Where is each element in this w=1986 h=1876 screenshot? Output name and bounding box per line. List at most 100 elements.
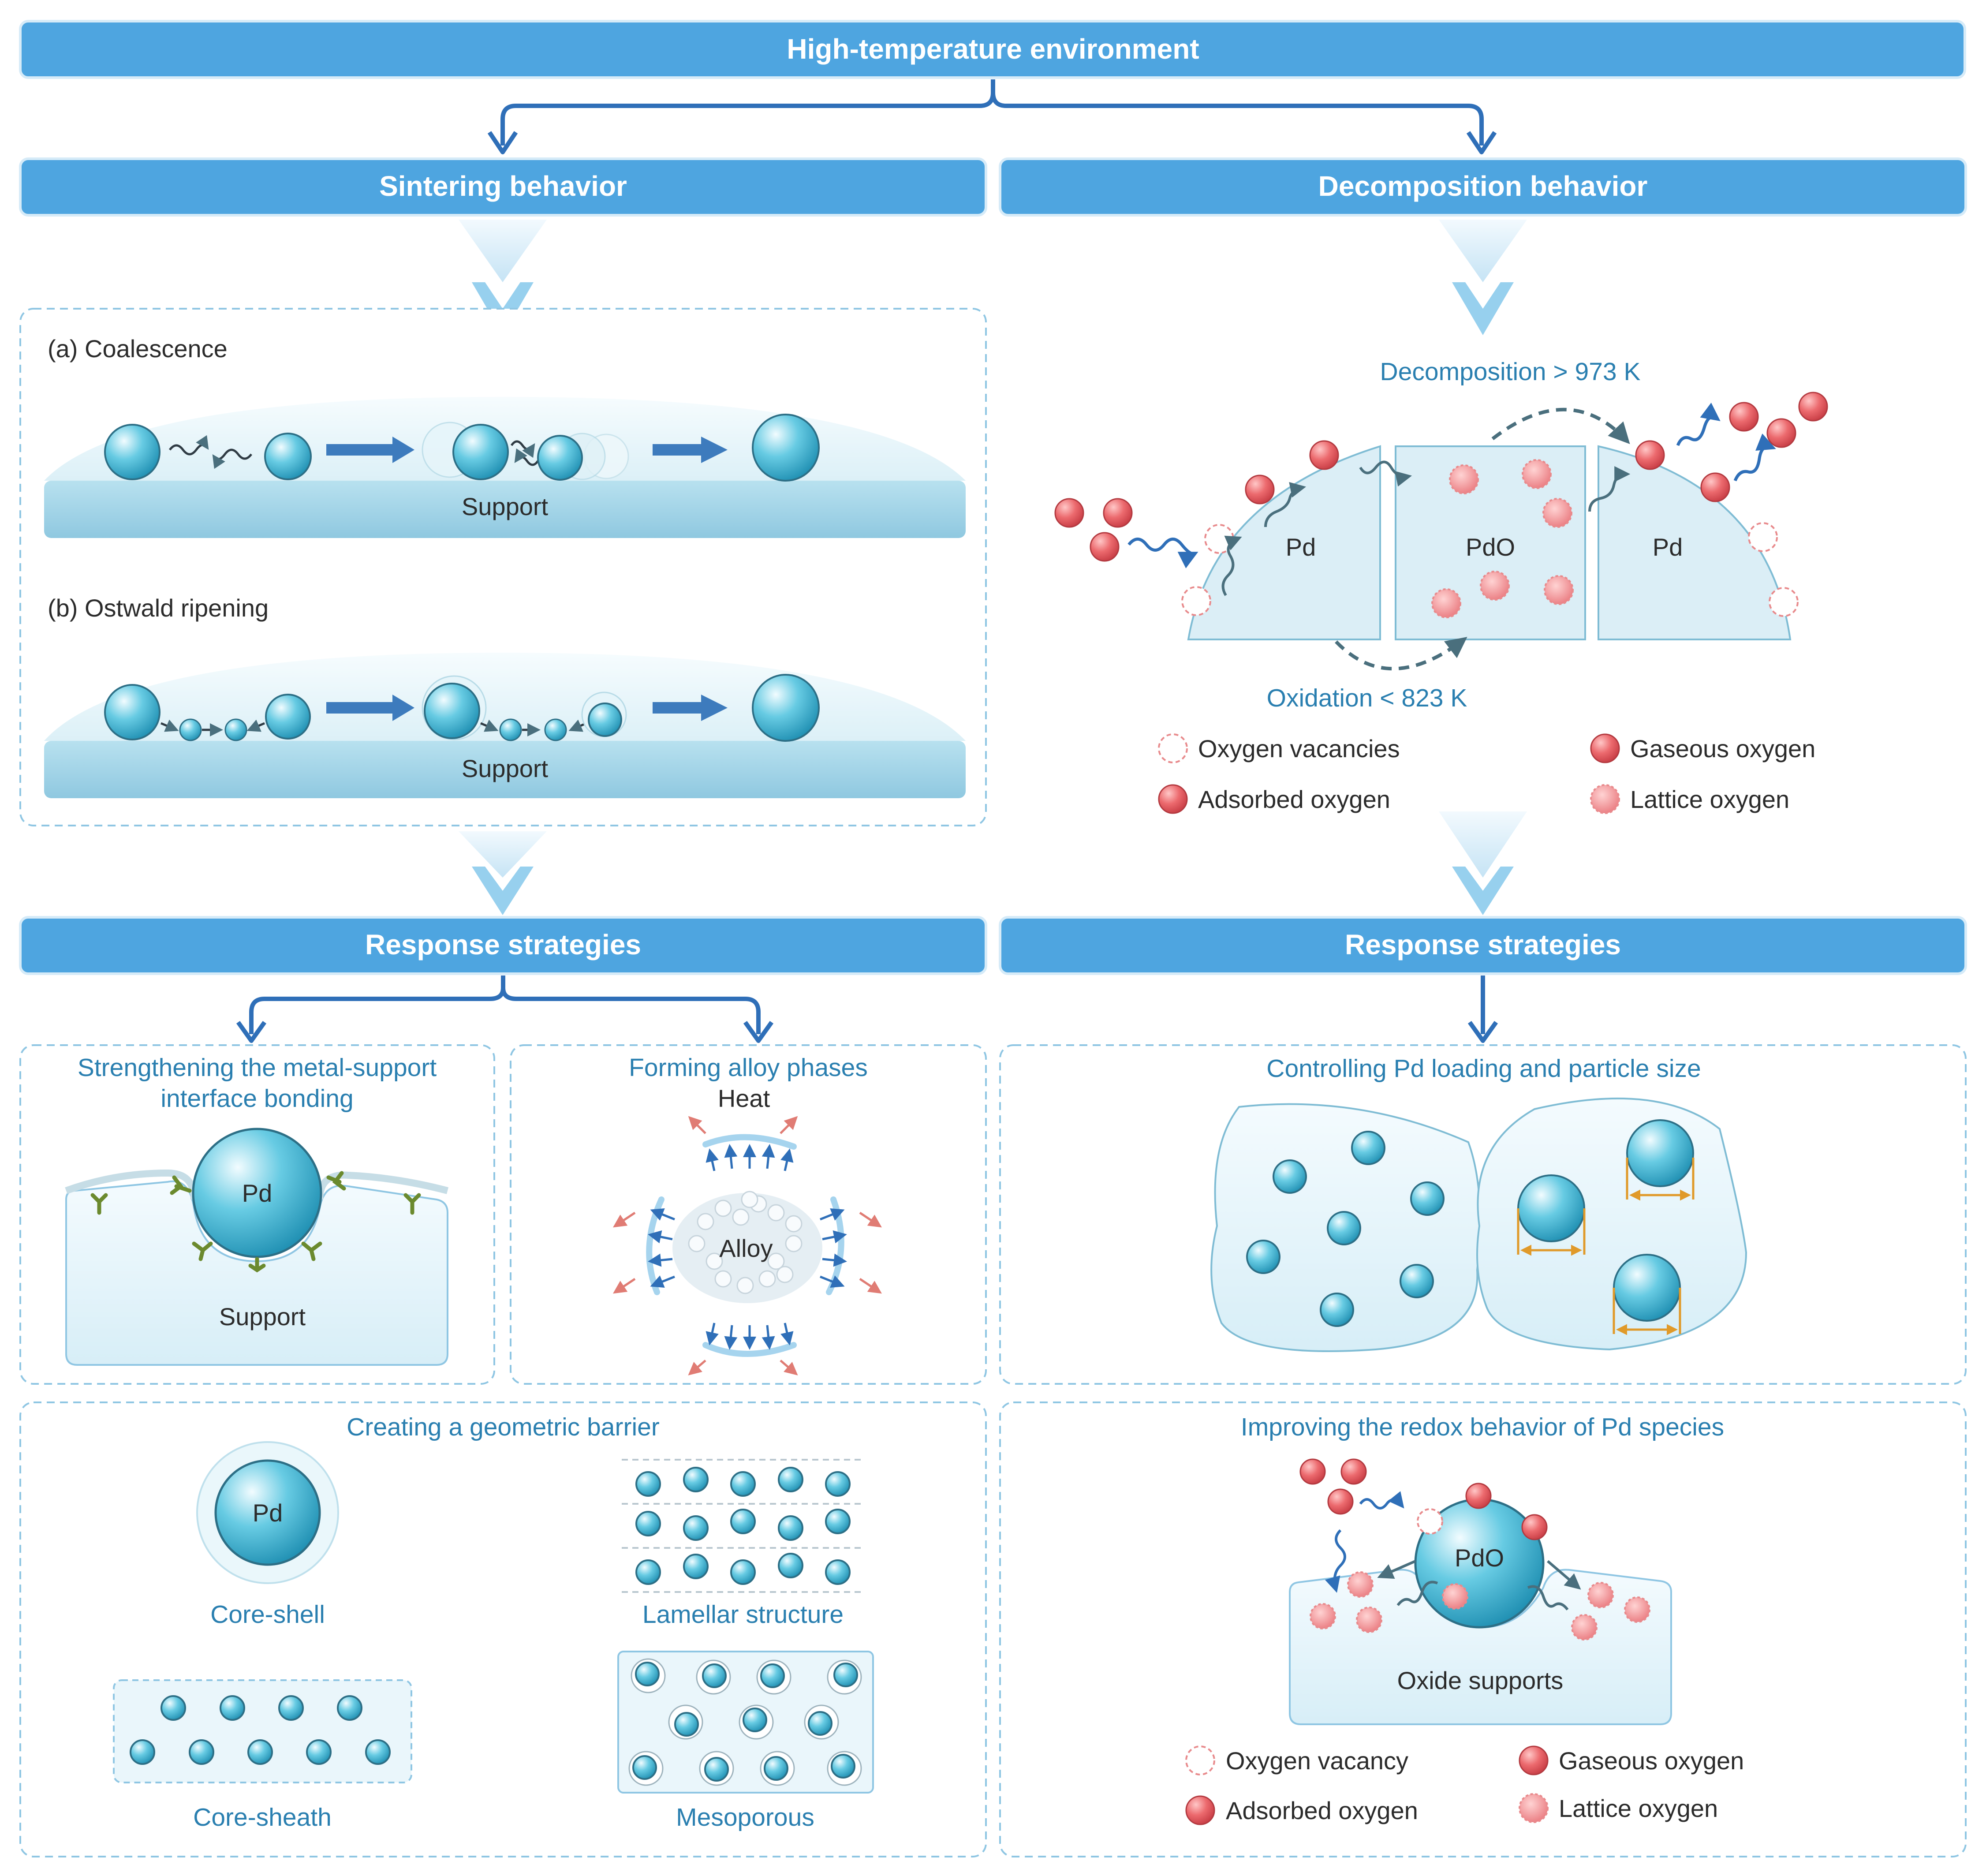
adsorption-arrow [1127,538,1198,568]
atom-flow-arrow [246,719,265,732]
legend-lattice-icon [1590,784,1620,814]
adsorbed-oxygen [1521,1514,1548,1540]
pdo-label: PdO [1466,533,1515,561]
response-title-right: Response strategies [1345,929,1621,960]
oxide-supports-label: Oxide supports [1397,1667,1564,1694]
adsorbed-oxygen [1635,440,1665,470]
atom-flow-arrow [480,719,499,732]
gaseous-oxygen [1299,1458,1326,1485]
legend-gaseous-label: Gaseous oxygen [1630,735,1815,762]
adsorbed-oxygen [1245,475,1275,505]
anchor-ligands [90,1171,421,1273]
legend-lattice-label: Lattice oxygen [1559,1794,1718,1822]
legend-adsorbed-label: Adsorbed oxygen [1198,785,1390,813]
oxidation-temp-label: Oxidation < 823 K [1267,684,1467,712]
legend-lattice-label: Lattice oxygen [1630,785,1789,813]
migration-arrow [169,435,209,456]
legend-gaseous-label: Gaseous oxygen [1559,1747,1744,1775]
diffusion-arrow [1359,460,1412,487]
spillover-arrow [1325,1529,1346,1593]
top-header: High-temperature environment [19,20,1966,79]
process-arrow-head [701,695,728,721]
adsorbed-oxygen [1700,472,1730,502]
alloy-label: Alloy [719,1234,773,1262]
decomposition-panel: Decomposition > 973 K Pd PdO Pd [1054,358,1828,814]
ripened-particle [752,674,820,742]
large-pd-particles [1517,1119,1694,1322]
particle [265,694,311,740]
coalesced-particle [752,414,820,482]
decomposition-header: Decomposition behavior [999,157,1967,217]
coalescence-support-label: Support [462,493,549,520]
legend-gaseous-icon [1590,733,1620,763]
legend-adsorbed-icon [1185,1795,1215,1825]
msi-pd-label: Pd [242,1179,273,1207]
redox-legend: Oxygen vacancy Gaseous oxygen Adsorbed o… [1185,1745,1744,1825]
legend-adsorbed-icon [1158,784,1188,814]
alloy-panel: Forming alloy phases Heat Alloy [510,1044,987,1385]
msi-support-label: Support [219,1303,306,1330]
gaseous-oxygen [1766,418,1796,448]
desorption-arrow [1733,433,1776,482]
pd-left-label: Pd [1286,533,1316,561]
adsorption-arrow [1359,1491,1404,1510]
gaseous-oxygen [1103,498,1133,528]
big-down-arrow-2 [1439,220,1527,335]
lattice-oxygen [1522,459,1552,489]
lamellar-structure [622,1459,864,1593]
particle [537,435,583,481]
sintering-header-title: Sintering behavior [379,170,627,202]
gaseous-oxygen [1090,532,1120,562]
gaseous-oxygen [1054,498,1084,528]
legend-adsorbed-label: Adsorbed oxygen [1226,1797,1418,1824]
particle [424,683,480,739]
legend-lattice-icon [1519,1793,1549,1823]
desorption-arrow [1676,403,1721,446]
mesoporous-label: Mesoporous [676,1803,814,1831]
core-sheath-label: Core-sheath [193,1803,332,1831]
lattice-oxygen [1480,571,1510,601]
core-shell-pd-label: Pd [253,1499,283,1527]
process-arrow-head [392,695,414,721]
redox-panel: Improving the redox behavior of Pd speci… [999,1401,1967,1857]
alloy-title: Forming alloy phases [629,1054,868,1082]
oxygen-vacancy [1748,522,1778,552]
oxidation-cycle-arrow [1335,637,1467,671]
adsorbed-oxygen [1309,440,1339,470]
migration-arrow [514,448,539,466]
core-sheath-particles [130,1695,391,1765]
interface-layer [65,1169,198,1200]
gaseous-oxygen [1729,402,1759,432]
oxygen-vacancy [1769,587,1799,617]
migration-arrow [1396,1581,1438,1606]
small-pd-particles [1246,1131,1445,1327]
migration-arrow [212,448,252,469]
process-arrow-head [392,437,414,463]
response-connectors [236,975,1498,1043]
oxide-support [1289,1569,1672,1725]
diffusion-arrow [1588,466,1631,512]
small-particle [499,718,522,741]
msi-title-line2: interface bonding [161,1084,353,1113]
diffusion-arrow [1264,482,1307,527]
size-indicators [1517,1158,1695,1335]
process-arrow-head [701,437,728,463]
decomposition-header-title: Decomposition behavior [1318,170,1648,202]
particle [452,424,509,480]
support-lattice-oxygen [1310,1571,1650,1641]
header-split-connector [487,79,1497,154]
legend-gaseous-icon [1519,1745,1549,1775]
heat-ring [646,1134,844,1357]
particle [104,424,161,480]
lattice-oxygen [1442,1583,1468,1610]
coalescence-label: (a) Coalescence [48,335,228,362]
atom-flow-arrow [161,719,179,732]
ostwald-support [44,741,966,798]
small-particle [544,718,567,741]
sintering-panel: (a) Coalescence Support (b) Ostwald ripe… [19,308,987,826]
response-header-left: Response strategies [19,916,987,975]
oxygen-vacancy [1417,1508,1443,1535]
small-particle [179,718,202,741]
alloy-atoms [688,1191,803,1294]
coalescence-support [44,481,966,538]
